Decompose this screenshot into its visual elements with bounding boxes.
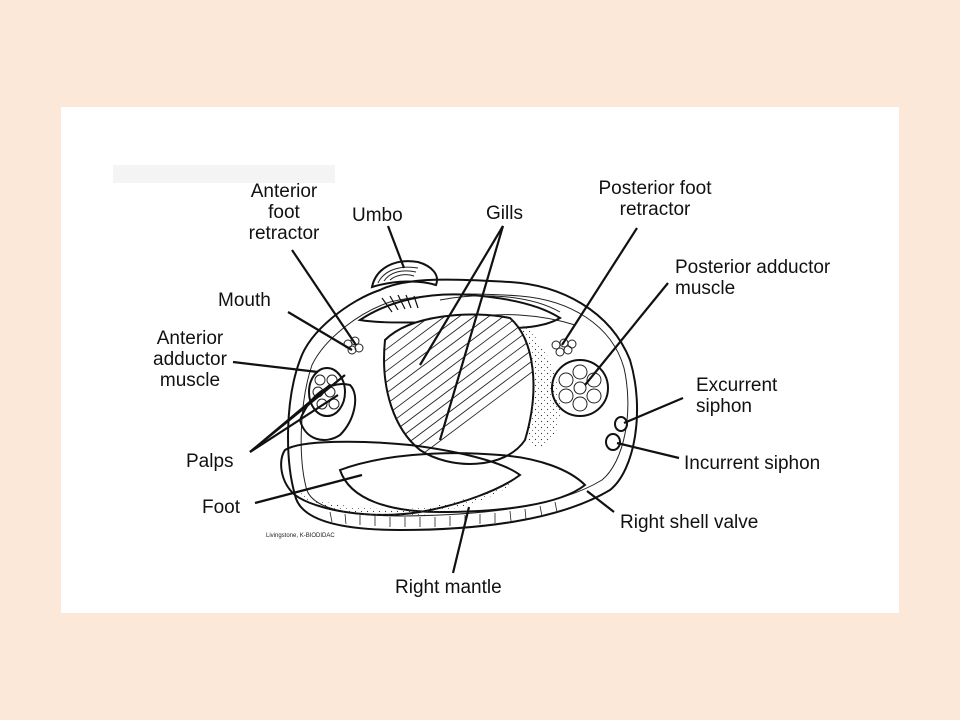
leader-incurrent-siphon	[616, 441, 680, 460]
label-umbo: Umbo	[352, 205, 403, 226]
label-anterior-foot-retractor-line3: retractor	[248, 223, 320, 244]
hinge-teeth	[381, 294, 419, 313]
label-anterior-adductor-line1: Anterior	[156, 328, 224, 349]
illustration-credit: Livingstone, K-BIODIDAC	[266, 533, 335, 539]
panel-smudge	[113, 165, 335, 183]
leader-umbo	[386, 225, 406, 269]
label-excurrent-siphon-line1: Excurrent	[696, 375, 778, 396]
gills-shape	[384, 314, 534, 464]
leader-gills-1	[419, 225, 504, 366]
anterior-adductor-shape	[308, 367, 346, 417]
leader-right-mantle	[451, 506, 471, 574]
leader-posterior-adductor	[584, 282, 669, 386]
posterior-retractor-cluster	[551, 338, 577, 357]
label-foot: Foot	[202, 497, 241, 518]
label-posterior-adductor-line2: muscle	[675, 278, 736, 299]
label-right-mantle: Right mantle	[395, 577, 502, 598]
label-right-shell-valve: Right shell valve	[620, 512, 759, 533]
incurrent-siphon-shape	[605, 433, 621, 451]
right-mantle-shape	[338, 452, 587, 514]
label-mouth: Mouth	[218, 290, 271, 311]
leader-posterior-foot-retractor	[561, 227, 638, 346]
leader-right-shell-valve	[586, 490, 615, 513]
label-palps: Palps	[186, 451, 234, 472]
leader-anterior-adductor	[232, 360, 319, 374]
label-posterior-adductor-line1: Posterior adductor	[675, 257, 831, 278]
label-posterior-foot-retractor-line1: Posterior foot	[598, 178, 712, 199]
label-anterior-foot-retractor-line2: foot	[268, 202, 300, 223]
label-anterior-adductor-line3: muscle	[159, 370, 221, 391]
gills-stippled-edge	[510, 318, 560, 449]
label-incurrent-siphon: Incurrent siphon	[684, 453, 821, 474]
label-posterior-adductor-muscle: Posterior adductor muscle	[675, 257, 830, 299]
leader-palps-3	[249, 394, 339, 453]
label-excurrent-siphon: Excurrent siphon	[696, 375, 777, 417]
leader-lines	[232, 225, 684, 574]
leader-anterior-foot-retractor	[291, 249, 357, 346]
label-posterior-foot-retractor-line2: retractor	[619, 199, 691, 220]
label-excurrent-siphon-line2: siphon	[696, 396, 752, 417]
excurrent-siphon-shape	[614, 416, 628, 432]
leader-gills-2	[438, 225, 505, 441]
posterior-adductor-shape	[551, 359, 609, 417]
foot-stipple	[295, 478, 518, 517]
label-anterior-foot-retractor-line1: Anterior	[250, 181, 318, 202]
umbo-rings	[377, 266, 419, 284]
umbo-shape	[370, 260, 438, 289]
label-posterior-foot-retractor: Posterior foot retractor	[585, 178, 725, 220]
posterior-adductor-cells	[558, 364, 602, 412]
label-gills: Gills	[486, 203, 523, 224]
label-anterior-adductor-line2: adductor	[153, 349, 227, 370]
leader-palps-2	[249, 374, 346, 453]
label-anterior-foot-retractor: Anterior foot retractor	[236, 181, 332, 244]
leader-foot	[254, 473, 363, 505]
leader-excurrent-siphon	[623, 396, 684, 425]
label-anterior-adductor-muscle: Anterior adductor muscle	[140, 328, 240, 391]
leader-mouth	[287, 311, 353, 351]
dorsal-ridge	[439, 295, 561, 313]
